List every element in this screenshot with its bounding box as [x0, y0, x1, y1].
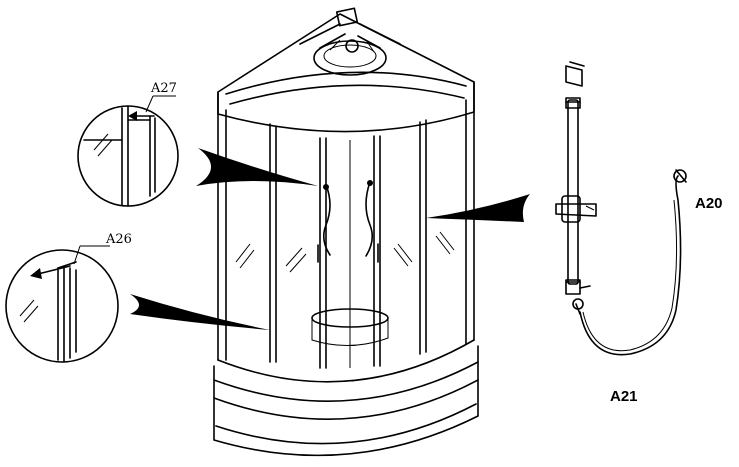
label-a27: A27 — [150, 81, 177, 96]
shower-hose — [579, 169, 687, 356]
label-a20: A20 — [695, 195, 723, 212]
label-a26: A26 — [105, 232, 132, 247]
cabin-doors — [317, 135, 381, 369]
detail-a27: A27 — [77, 81, 179, 207]
glass-reflections — [235, 231, 455, 273]
cabin-tray — [213, 308, 479, 457]
cabin-frame — [217, 81, 475, 363]
shower-cabin — [213, 7, 479, 457]
shower-slide-bar — [555, 61, 597, 315]
detail-a26: A26 — [5, 232, 132, 363]
label-a21: A21 — [610, 388, 638, 405]
callout-slide-bar — [426, 194, 530, 222]
callout-a26 — [130, 294, 270, 330]
cabin-roof — [217, 7, 475, 133]
callout-a27 — [196, 148, 318, 186]
